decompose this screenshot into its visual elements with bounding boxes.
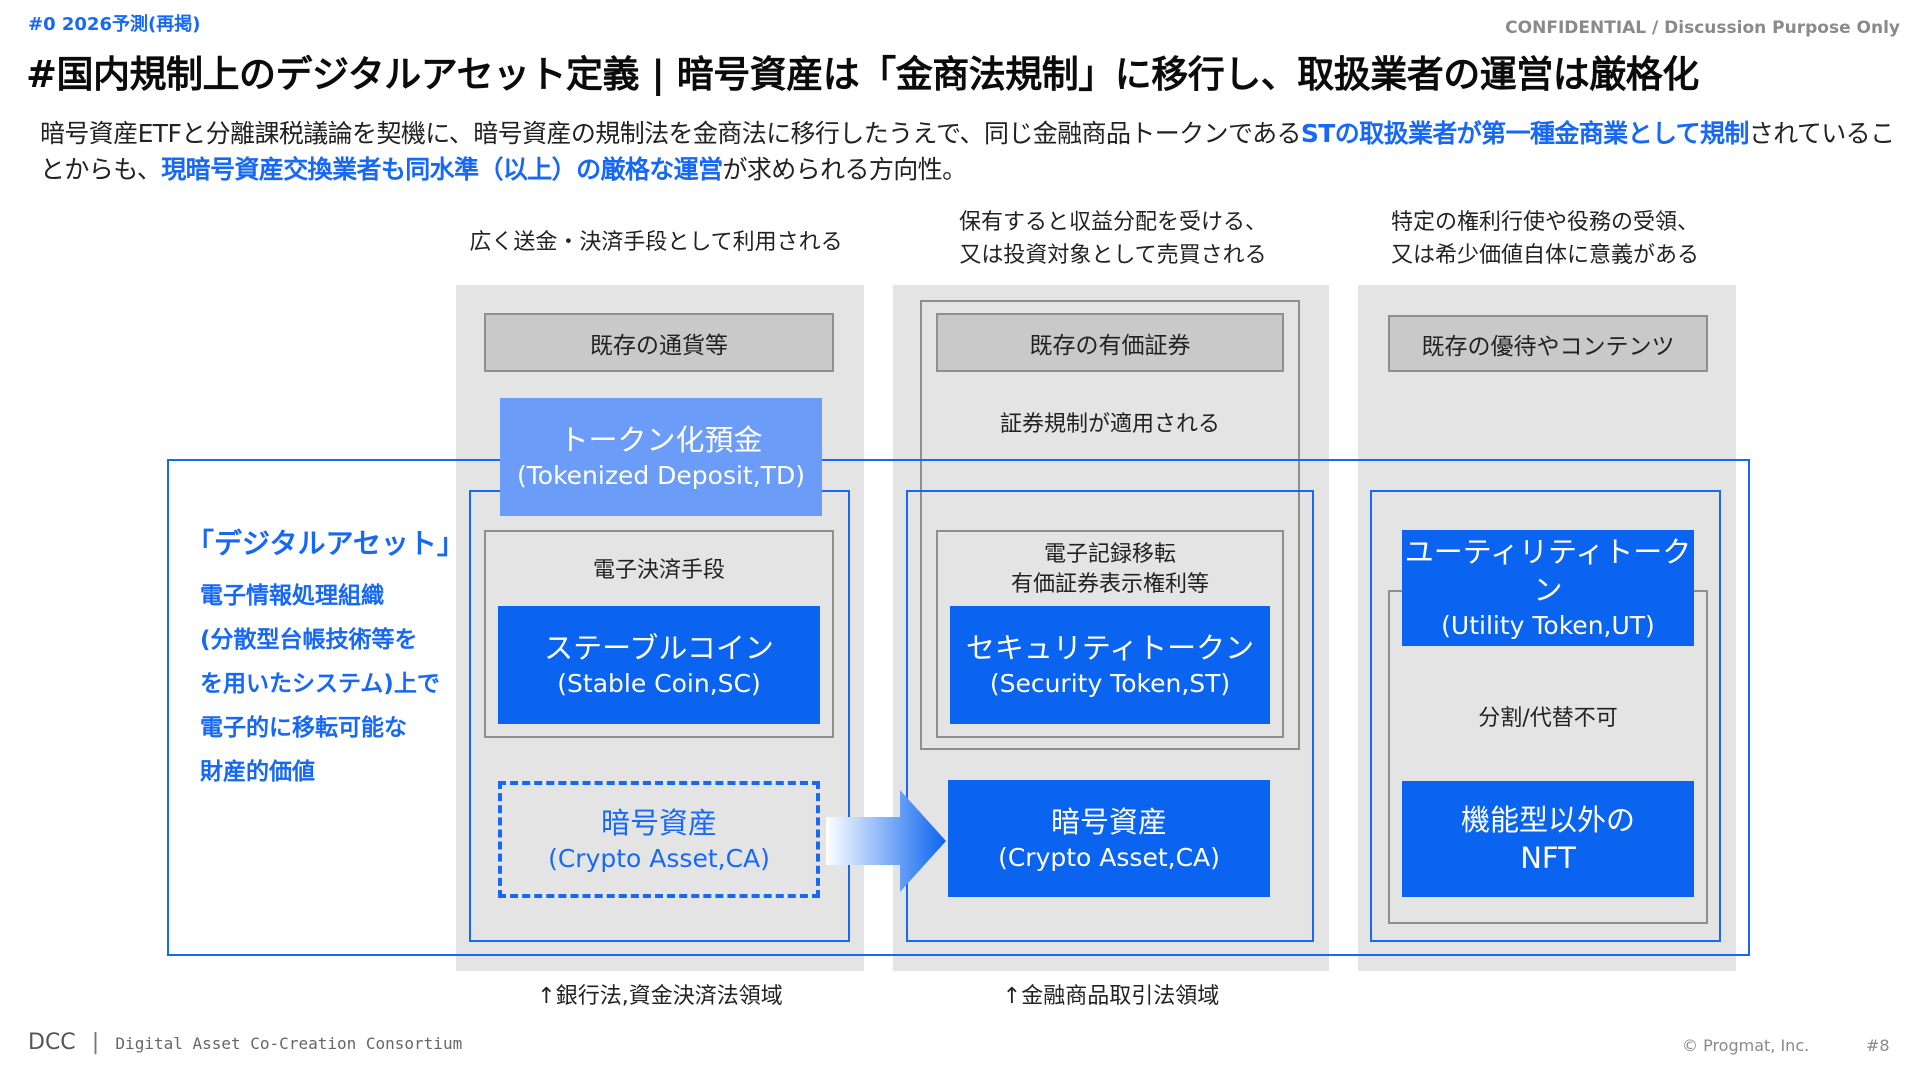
lead-text-3: が求められる方向性。 [722,155,967,184]
security-token-box: セキュリティトークン (Security Token,ST) [950,606,1270,724]
column2-caption-line2: 又は投資対象として売買される [959,243,1267,268]
tokenized-deposit-box: トークン化預金 (Tokenized Deposit,TD) [500,398,822,516]
confidential-label: CONFIDENTIAL / Discussion Purpose Only [1505,18,1900,38]
migration-arrow-icon [826,790,946,892]
utility-token-subtitle: (Utility Token,UT) [1441,611,1655,640]
lead-text-2: されていることからも、 [40,119,1895,184]
digital-asset-line-3: を用いたシステム)上で [200,671,440,697]
security-token-title: セキュリティトークン [965,631,1255,665]
column2-header: 既存の有価証券 [936,313,1284,372]
lead-paragraph: 暗号資産ETFと分離課税議論を契機に、暗号資産の規制法を金商法に移行したうえで、… [40,116,1910,188]
utility-token-box: ユーティリティトークン (Utility Token,UT) [1402,530,1694,646]
section-tag: #0 2026予測(再掲) [28,14,201,35]
column1-header: 既存の通貨等 [484,313,834,372]
digital-asset-line-2: (分散型台帳技術等を [200,627,418,653]
stablecoin-box: ステーブルコイン (Stable Coin,SC) [498,606,820,724]
digital-asset-line-4: 電子的に移転可能な [200,715,407,741]
column3-header: 既存の優待やコンテンツ [1388,315,1708,372]
column2-digital-frame [906,490,1314,942]
electronic-securities-label-line1: 電子記録移転 [1043,542,1176,567]
digital-asset-title: 「デジタルアセット」 [186,527,465,560]
crypto-asset-future-title: 暗号資産 [1050,804,1167,839]
column3-digital-frame [1370,490,1721,942]
e-payment-frame [484,530,834,738]
lead-text-1: 暗号資産ETFと分離課税議論を契機に、暗号資産の規制法を金商法に移行したうえで、… [40,119,1302,148]
securities-note: 証券規制が適用される [999,412,1220,437]
footer-logo-sub: Digital Asset Co-Creation Consortium [115,1034,463,1053]
column2-legal-area: ↑金融商品取引法領域 [1002,984,1220,1009]
utility-token-title: ユーティリティトークン [1404,535,1692,607]
electronic-securities-label: 電子記録移転 有価証券表示権利等 [936,540,1284,600]
crypto-asset-current-box: 暗号資産 (Crypto Asset,CA) [498,781,820,898]
footer-logo: DCC | Digital Asset Co-Creation Consorti… [28,1030,462,1055]
tokenized-deposit-subtitle: (Tokenized Deposit,TD) [517,461,805,490]
e-payment-label: 電子決済手段 [592,558,725,583]
crypto-asset-current-subtitle: (Crypto Asset,CA) [548,843,770,873]
electronic-securities-frame [936,530,1284,738]
footer-logo-main: DCC [28,1030,76,1055]
stablecoin-subtitle: (Stable Coin,SC) [557,669,761,698]
lead-highlight-2: 現暗号資産交換業者も同水準（以上）の厳格な運営 [161,155,723,184]
lead-highlight-1: STの取扱業者が第一種金商業として規制 [1300,119,1750,148]
digital-asset-definition: 電子情報処理組織 (分散型台帳技術等を を用いたシステム)上で 電子的に移転可能… [200,574,460,794]
nft-subtitle: NFT [1520,841,1576,875]
digital-asset-frame [167,459,1750,956]
column3-caption-line2: 又は希少価値自体に意義がある [1390,243,1699,268]
page-title: #国内規制上のデジタルアセット定義 | 暗号資産は「金商法規制」に移行し、取扱業… [26,53,1699,96]
page-number: #8 [1866,1036,1890,1055]
digital-asset-line-1: 電子情報処理組織 [200,583,384,609]
footer-logo-divider: | [75,1030,116,1055]
crypto-asset-future-subtitle: (Crypto Asset,CA) [998,842,1220,872]
stablecoin-title: ステーブルコイン [544,631,774,665]
copyright: © Progmat, Inc. [1682,1036,1810,1055]
column1-legal-area: ↑銀行法,資金決済法領域 [537,984,783,1009]
column2-caption-line1: 保有すると収益分配を受ける、 [958,210,1267,235]
column2-caption: 保有すると収益分配を受ける、 又は投資対象として売買される [893,206,1333,272]
crypto-asset-current-title: 暗号資産 [600,805,717,840]
securities-frame [920,300,1300,750]
electronic-securities-label-line2: 有価証券表示権利等 [1010,572,1209,597]
column3-caption: 特定の権利行使や役務の受領、 又は希少価値自体に意義がある [1355,206,1735,272]
nft-box: 機能型以外の NFT [1402,781,1694,897]
crypto-asset-future-box: 暗号資産 (Crypto Asset,CA) [948,780,1270,897]
column3-caption-line1: 特定の権利行使や役務の受領、 [1390,210,1699,235]
digital-asset-line-5: 財産的価値 [200,759,315,785]
non-fungible-label: 分割/代替不可 [1478,706,1618,731]
nft-title: 機能型以外の [1460,803,1635,837]
tokenized-deposit-title: トークン化預金 [559,423,763,457]
security-token-subtitle: (Security Token,ST) [989,669,1231,698]
column1-caption: 広く送金・決済手段として利用される [469,230,843,255]
